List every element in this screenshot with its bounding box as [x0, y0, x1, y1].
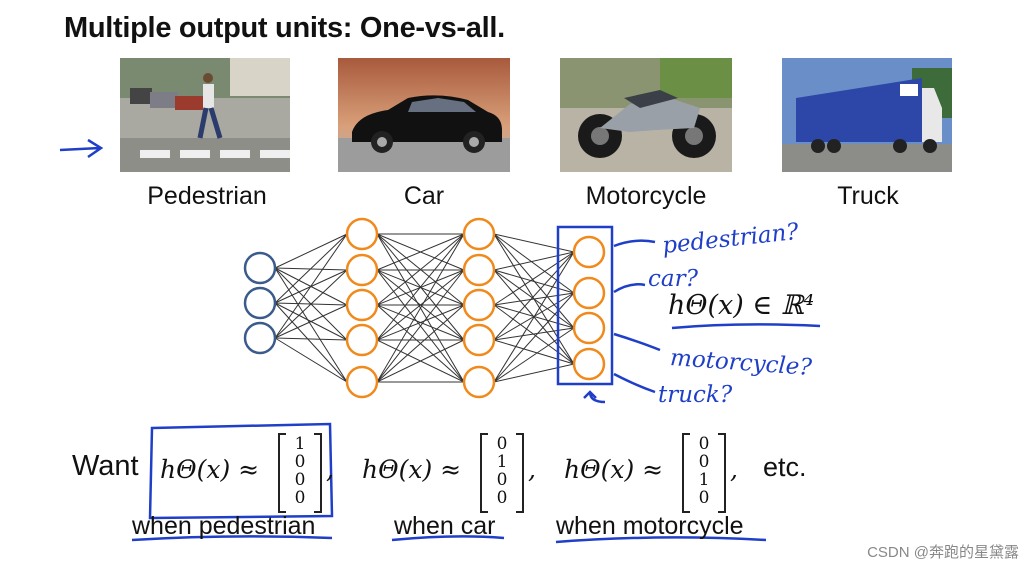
arrow-motorcycle [613, 332, 661, 352]
input-arrow-icon [59, 138, 104, 159]
arrow-truck [613, 372, 656, 394]
network-edge [493, 251, 575, 383]
network-edge [493, 233, 575, 294]
network-edge [376, 269, 465, 341]
network-node-layer1-2 [243, 286, 277, 320]
caption-truck: Truck [837, 182, 899, 210]
network-node-layer3-1 [462, 217, 496, 251]
car-image [338, 58, 510, 172]
underline-motorcycle [555, 536, 767, 544]
network-edge [376, 269, 465, 383]
network-node-layer3-4 [462, 323, 496, 357]
network-edge [493, 269, 575, 294]
network-edge [493, 233, 575, 253]
network-edge [493, 327, 575, 341]
annotation-car: car? [648, 266, 698, 292]
network-edge [493, 363, 575, 383]
caption-motorcycle: Motorcycle [585, 182, 707, 210]
network-edge [274, 233, 348, 304]
when-pedestrian: when pedestrian [132, 512, 316, 540]
network-nodes [243, 217, 606, 399]
network-edge [274, 269, 348, 339]
h-expr-3: hΘ(x) ≈ [564, 455, 664, 484]
network-edges [274, 233, 575, 383]
network-edge [274, 337, 348, 341]
network-edge [274, 337, 348, 383]
motorcycle-image [560, 58, 732, 172]
network-edge [493, 292, 575, 383]
network-edge [376, 304, 465, 341]
want-label: Want [72, 450, 139, 482]
pedestrian-vector-box [148, 422, 334, 520]
network-edge [376, 339, 465, 383]
pedestrian-image [120, 58, 290, 172]
hypothesis-formula: hΘ(x) ∈ ℝ⁴ [668, 290, 815, 321]
network-node-layer3-2 [462, 253, 496, 287]
comma: , [326, 455, 334, 484]
arrow-car [613, 283, 646, 294]
caption-car: Car [403, 182, 445, 210]
network-edge [376, 233, 465, 383]
network-edge [493, 251, 575, 341]
network-edge [274, 233, 348, 269]
output-box [556, 225, 614, 386]
network-edge [274, 233, 348, 339]
comma: , [730, 455, 738, 484]
slide-title: Multiple output units: One-vs-all. [64, 12, 505, 44]
network-edge [493, 339, 575, 365]
loop-arrow-icon [583, 390, 606, 404]
network-node-layer2-1 [345, 217, 379, 251]
network-node-layer4-2 [572, 276, 606, 310]
annotation-truck: truck? [658, 382, 733, 408]
when-motorcycle: when motorcycle [556, 512, 744, 540]
network-node-layer2-2 [345, 253, 379, 287]
network-edge [493, 292, 575, 306]
network-node-layer2-4 [345, 323, 379, 357]
network-node-layer3-5 [462, 365, 496, 399]
caption-pedestrian: Pedestrian [147, 182, 267, 210]
arrow-pedestrian [613, 239, 656, 248]
watermark: CSDN @奔跑的星黛露 [867, 544, 1019, 561]
h-expr-1: hΘ(x) ≈ [160, 455, 260, 484]
network-edge [274, 304, 348, 339]
hypothesis-underline [671, 323, 821, 330]
network-edge [376, 233, 465, 271]
network-node-layer1-1 [243, 251, 277, 285]
comma: , [528, 455, 536, 484]
network-edge [493, 251, 575, 271]
network-edge [376, 233, 465, 306]
network-node-layer2-5 [345, 365, 379, 399]
underline-pedestrian [131, 535, 333, 542]
network-node-layer4-1 [572, 235, 606, 269]
network-edge [376, 304, 465, 383]
network-edge [376, 233, 465, 341]
truck-image [782, 58, 952, 172]
when-car: when car [394, 512, 496, 540]
etc-label: etc. [763, 452, 807, 482]
network-node-layer4-4 [572, 347, 606, 381]
underline-car [391, 535, 505, 542]
network-node-layer3-3 [462, 288, 496, 322]
network-edge [493, 251, 575, 306]
network-node-layer4-3 [572, 311, 606, 345]
network-edge [274, 302, 348, 383]
network-edge [493, 327, 575, 383]
h-expr-2: hΘ(x) ≈ [362, 455, 462, 484]
network-node-layer2-3 [345, 288, 379, 322]
network-node-layer1-3 [243, 321, 277, 355]
network-edge [274, 267, 348, 383]
